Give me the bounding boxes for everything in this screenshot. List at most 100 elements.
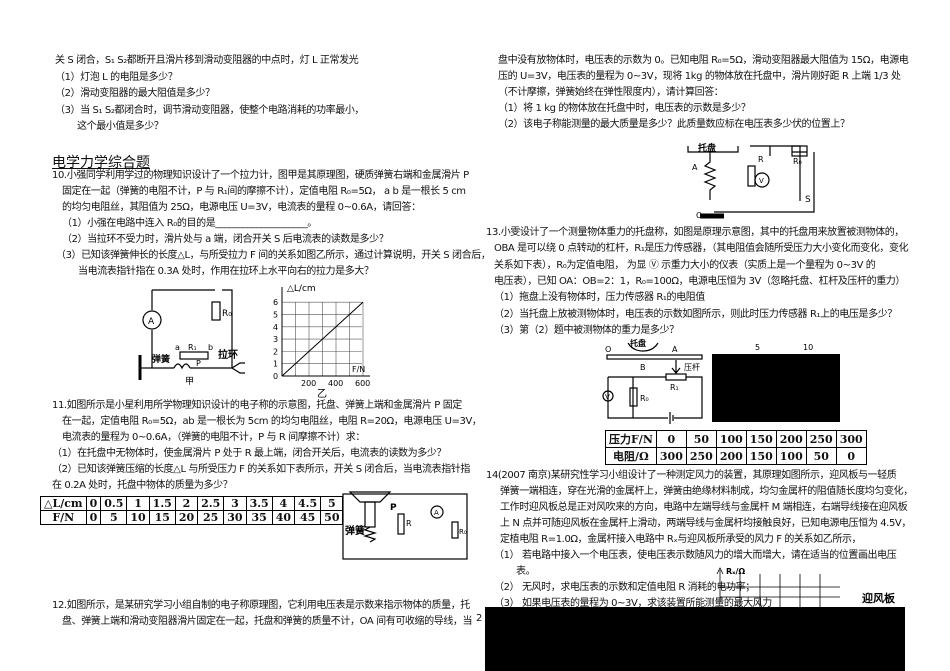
q12-cont-line: 压的 U=3V，电压表的量程为 0~3V，现将 1kg 的物体放在托盘中，滑片刚… [498,71,901,82]
table-cell: 100 [715,430,747,448]
figure-14: Rₓ/Ω 迎风板 [716,567,896,607]
q12-line: 12.如图所示，是某研究学习小组自制的电子称原理图，它利用电压表是示数来指示物体… [52,600,470,611]
wind-plate-label: 迎风板 [862,591,896,605]
table-cell: 25 [197,510,225,525]
table-cell: F/N [40,510,87,525]
r1-label: R₁ [670,383,679,392]
q13-line: （1）拖盘上没有物体时，压力传感器 R₁的电阻值 [494,292,705,304]
table-cell: 50 [685,430,717,448]
table-cell: △L/cm [40,496,87,511]
section-heading: 电学力学综合题 [52,155,150,171]
x-tick-label: 200 [301,379,316,388]
q9-line: （1）灯泡 L 的电阻是多少？ [55,71,178,83]
table-cell: 0.5 [100,496,128,511]
table-cell: 200 [775,430,807,448]
table-cell: 35 [245,510,273,525]
q13-line: 电压表），已知 OA：OB=2：1，R₀=100Ω，电源电压恒为 3V（忽略托盘… [494,275,905,287]
switch-label: S [805,195,811,205]
table-cell: 1 [126,496,150,511]
r-label: R [406,519,412,528]
y-axis-label: △L/cm [287,284,316,294]
q14-line: 工作时迎风板总是正对风吹来的方向，电路中左端导线与金属杆 M 端相连，右端导线接… [500,502,908,513]
table-cell: 0 [655,430,687,448]
q12-cont-line: （不计摩擦，弹簧始终在弹性限度内），请计算回答： [498,87,724,98]
q12-cont-line: （1）将 1 kg 的物体放在托盘中时，电压表的示数是多少？ [498,103,751,114]
figure-13-circuit: 托盘 O A B 压杆 R₁ V R₀ 5 10 [602,338,840,424]
table-cell: 2 [174,496,199,511]
y-tick-label: 1 [273,360,278,369]
table-cell: 150 [745,430,777,448]
ammeter-label: A [434,509,439,517]
table-cell: 100 [775,447,807,465]
label-a: A [672,345,678,354]
dial-10-label: 10 [803,343,813,352]
q14-line: 弹簧一端相连，穿在光滑的金属杆上，弹簧由绝缘材料制成，均匀金属杆的阻值随长度均匀… [500,486,913,497]
table-cell: 150 [745,447,777,465]
table-cell: 250 [685,447,717,465]
q9-line: 关 S 闭合，S₁ S₂都断开且滑片移到滑动变阻器的中点时，灯 L 正常发光 [55,55,359,66]
table-cell: 20 [174,510,199,525]
x-tick-label: 400 [328,379,343,388]
spring-label: 弹簧 [345,524,365,537]
figure-a-label: 甲 [185,376,194,385]
q12-cont-line: 盘中没有放物体时，电压表的示数为 0。已知电阻 R₀=5Ω，滑动变阻器最大阻值为… [498,55,909,66]
y-tick-label: 6 [273,298,278,307]
q13-line: 13.小雯设计了一个测量物体重力的托盘称，如图是原理示意图，其中的托盘用来放置被… [486,227,904,238]
r-label: R [758,155,764,164]
table-cell: 300 [655,447,687,465]
q13-line: OBA 是可以绕 0 点转动的杠杆，R₁是压力传感器，（其电阻值会随所受压力大小… [494,243,909,255]
table-cell: 电阻/Ω [605,447,657,465]
page-number: 2 [476,613,482,624]
pull-ring-label: 拉环 [218,348,238,361]
q11-line: 在一起，定值电阻 R₀=5Ω，ab 是一根长为 5cm 的均匀电阻丝，电阻 R=… [62,416,482,427]
table-cell: 0 [85,510,102,525]
q10-line: 当电流表指针指在 0.3A 处时，作用在拉环上水平向右的拉力是多大？ [78,266,374,277]
q11-line: 在 0.2A 处时，托盘中物体的质量为多少？ [52,480,233,491]
label-b: b [208,343,213,352]
figure-10-circuit: A R₀ a R₁ b 弹簧 P 拉环 甲 [138,289,245,385]
label-p: P [390,503,397,513]
r0-label: R₀ [222,309,232,319]
table-cell: 4 [271,496,296,511]
table-cell: 0 [85,496,102,511]
q10-line: （1）小强在电路中连入 R₀的目的是____________________。 [62,218,317,229]
q10-line: 10.小强同学利用学过的物理知识设计了一个拉力计，图甲是其原理图，硬质弹簧右端和… [52,170,469,181]
q9-line: （2）滑动变阻器的最大阻值是多少？ [55,88,215,99]
q10-line: （2）当拉环不受力时，滑片处与 a 端，闭合开关 S 后电流表的读数是多少？ [62,234,389,245]
table-cell: 3 [223,496,247,511]
q14-line: （3） 如果电压表的量程为 0~3V，求该装置所能测量的最大风力 [494,598,772,609]
y-tick-label: 2 [273,347,278,356]
table-cell: 250 [805,430,837,448]
y-tick-label: 0 [273,372,278,381]
tray-label: 托盘 [630,338,646,348]
q14-line: 定植电阻 R=1.0Ω，金属杆接入电路中 Rₓ与迎风板所承受的风力 F 的关系如… [500,534,862,545]
q11-line: （2）已知该弹簧压缩的长度△L 与所受压力 F 的关系如下表所示，开关 S 闭合… [52,464,471,475]
q13-line: 关系如下表），R₀为定值电阻， 为显 Ⓥ 示重力大小的仪表（实质上是一个量程为 … [494,259,876,271]
label-p: P [196,359,201,368]
table-cell: 1.5 [148,496,176,511]
q14-line: 上 N 点并可随迎风板在金属杆上滑动，两端导线与金属杆均接触良好，已知电源电压恒… [500,518,911,529]
q11-line: 电流表的量程为 0~0.6A，（弹簧的电阻不计，P 与 R 间摩擦不计）求： [62,432,365,443]
q10-line: 固定在一起（弹簧的电阻不计，P 与 R₁间的摩擦不计），定值电阻 R₀=5Ω， … [62,186,466,197]
voltmeter-label: V [605,393,610,401]
x-axis-label: F/N [352,365,365,374]
q14-line: （2） 无风时，求电压表的示数和定值电阻 R 消耗的电功率； [494,582,755,593]
label-a: A [692,163,698,172]
figure-12-circuit: 托盘 R₀ A V R S O [687,142,815,220]
table-cell: 10 [126,510,150,525]
r0-label: R₀ [793,157,802,166]
x-tick-label: 600 [355,379,370,388]
table-cell: 30 [223,510,247,525]
q10-line: （3）已知该弹簧伸长的长度△L，与所受拉力 F 间的关系如图乙所示，通过计算说明… [56,250,491,261]
table-cell: 3.5 [245,496,273,511]
dial-5-label: 5 [755,343,760,352]
q14-line: 表。 [516,566,536,577]
table-cell: 4.5 [294,496,322,511]
